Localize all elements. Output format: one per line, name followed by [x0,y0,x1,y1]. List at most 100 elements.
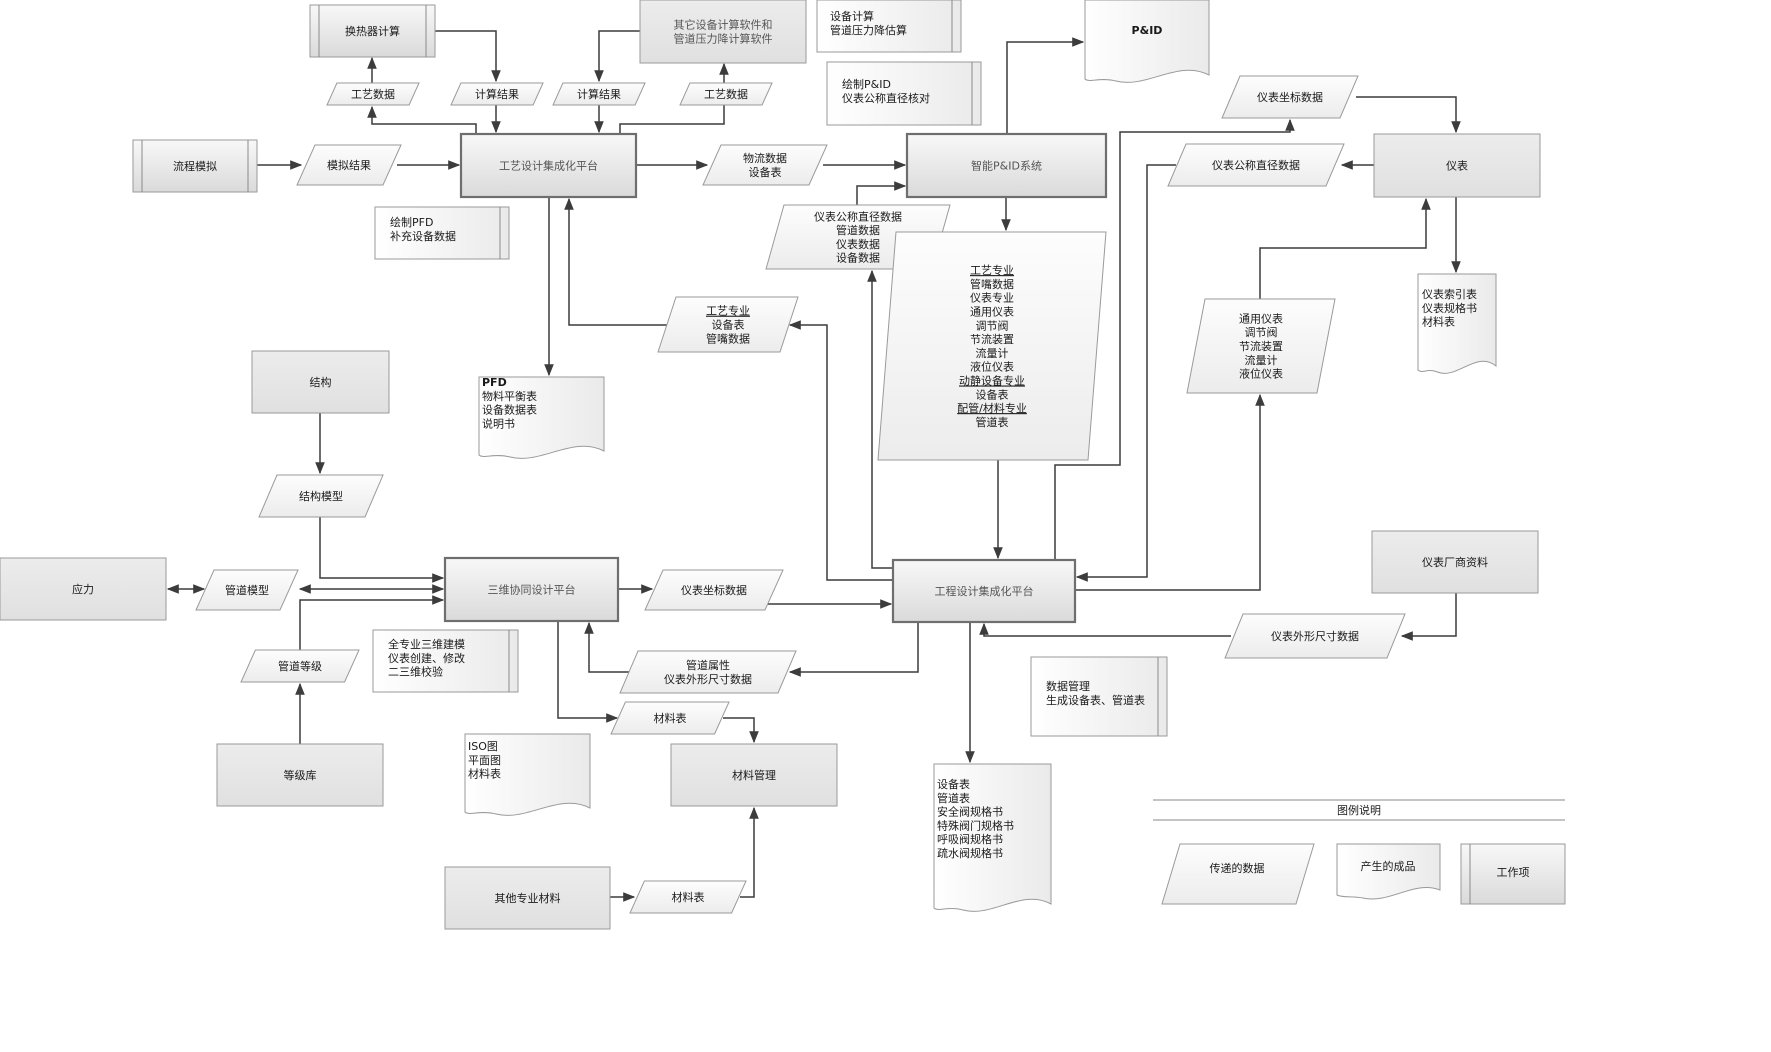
legend-product-label: 产生的成品 [1361,859,1416,873]
instrument-types: 通用仪表调节阀节流装置流量计液位仪表 [1186,298,1336,394]
process-data-2-shape [679,82,773,106]
stress-box: 应力 [0,557,167,621]
material-mgmt-box-label: 材料管理 [732,768,776,782]
process-design-platform-label: 工艺设计集成化平台 [499,159,598,173]
flow-simulation-box-label: 流程模拟 [173,159,217,173]
legend-work-item: 工作项 [1460,843,1566,905]
pipe-class-label: 管道等级 [278,659,322,673]
class-library-box: 等级库 [216,743,384,807]
pid-document-shape [1084,0,1210,83]
connector-layer [166,30,1461,902]
instrument-coord-data-top-shape [1221,75,1359,119]
legend-data-label: 传递的数据 [1210,861,1265,875]
draw-pid-note-shape [826,61,982,126]
pfd-document-shape [478,376,605,459]
engineering-design-platform-label: 工程设计集成化平台 [935,584,1034,598]
iso-document-label: ISO图平面图材料表 [468,740,501,781]
modeling-note-label: 全专业三维建模仪表创建、修改二三维校验 [388,637,465,679]
instrument-list-document-shape [1417,273,1497,374]
modeling-note: 全专业三维建模仪表创建、修改二三维校验 [372,629,519,693]
collab-3d-platform: 三维协同设计平台 [443,556,620,623]
stream-data-label: 物流数据设备表 [743,151,787,179]
instrument-nominal-dia-data-label: 仪表公称直径数据 [1212,158,1300,172]
other-software-box-shape [639,0,807,64]
engineering-to-pipe-attributes-up [788,622,919,677]
calc-result-1: 计算结果 [450,82,544,106]
process-discipline-data-label: 工艺专业设备表管嘴数据 [706,304,750,346]
mto-2-to-material-mgmt [740,806,759,898]
smart-pid-to-pid-doc [1006,37,1085,134]
other-materials-box-shape [444,866,611,930]
legend-work-label: 工作项 [1497,866,1530,879]
calc-result-2: 计算结果 [552,82,646,106]
structure-box: 结构 [251,350,390,414]
smart-pid-system-label: 智能P&ID系统 [971,159,1042,173]
pipe-model-label: 管道模型 [225,583,269,597]
process-data-1-label: 工艺数据 [351,87,395,101]
modeling-note-shape [372,629,519,693]
flow-simulation-box-shape [132,139,258,193]
pipe-attributes-label: 管道属性仪表外形尺寸数据 [664,658,752,686]
pid-to-platform-data-label: 仪表公称直径数据管道数据仪表数据设备数据 [814,209,902,264]
process-discipline-data-shape [657,296,799,353]
output-document: 设备表管道表安全阀规格书特殊阀门规格书呼吸阀规格书疏水阀规格书 [933,763,1052,912]
vendor-data-box: 仪表厂商资料 [1371,530,1539,594]
draw-pfd-note-shape [374,206,510,260]
instrument-dim-data: 仪表外形尺寸数据 [1224,613,1406,659]
process-discipline-data: 工艺专业设备表管嘴数据 [657,296,799,353]
discipline-data: 工艺专业管嘴数据仪表专业通用仪表调节阀节流装置流量计液位仪表动静设备专业设备表配… [877,231,1107,461]
instrument-list-document-label: 仪表索引表仪表规格书材料表 [1422,287,1477,329]
collab-to-mto-1 [557,621,619,723]
material-mgmt-box-shape [670,743,838,807]
instrument-coord-data-top-label: 仪表坐标数据 [1257,90,1323,104]
mto-2-label: 材料表 [672,890,705,904]
legend: 图例说明传递的数据 产生的成品工作项 [1153,799,1566,905]
vendor-data-box-shape [1371,530,1539,594]
pipe-model: 管道模型 [195,569,299,611]
engineering-to-pid-data [867,269,893,569]
mto-2-shape [629,880,747,914]
engineering-to-process-discipline [788,320,893,581]
instrument-coord-data-mid-label: 仪表坐标数据 [681,583,747,597]
pipe-attributes-to-collab [584,621,630,673]
mto-1: 材料表 [610,701,730,735]
smart-pid-system: 智能P&ID系统 [905,132,1108,199]
equipment-calc-note-label: 设备计算管道压力降估算 [830,9,907,37]
other-materials-box: 其他专业材料 [444,866,611,930]
pid-document-label: P&ID [1132,24,1163,37]
process-data-1-shape [326,82,420,106]
legend-title: 图例说明 [1337,803,1381,817]
instrument-coord-top-to-instrument [1356,96,1461,134]
instrument-types-to-instrument [1259,197,1431,299]
heat-exchanger-to-calc-result-1 [435,30,501,83]
process-data-1: 工艺数据 [326,82,420,106]
instrument-types-label: 通用仪表调节阀节流装置流量计液位仪表 [1239,311,1283,380]
structure-model-shape [258,474,384,518]
shape-layer: 换热器计算工艺数据计算结果其它设备计算软件和管道压力降计算软件计算结果工艺数据设… [0,0,1566,930]
calc-result-1-shape [450,82,544,106]
process-discipline-to-process-platform [564,197,676,326]
process-data-2: 工艺数据 [679,82,773,106]
pipe-class: 管道等级 [240,649,360,683]
process-design-platform: 工艺设计集成化平台 [459,132,638,199]
calc-result-2-label: 计算结果 [577,87,621,101]
material-mgmt-box: 材料管理 [670,743,838,807]
pid-data-up-to-smart-pid [856,181,907,205]
process-design-platform-shape [459,132,638,199]
mto-1-shape [610,701,730,735]
other-software-box-label: 其它设备计算软件和管道压力降计算软件 [674,18,773,46]
heat-exchanger-calc-box-label: 换热器计算 [345,24,400,38]
instrument-box-label: 仪表 [1446,159,1468,173]
calc-result-1-label: 计算结果 [475,87,519,101]
calc-result-2-shape [552,82,646,106]
instrument-coord-data-mid-shape [644,569,784,611]
mto-2: 材料表 [629,880,747,914]
legend-product-item: 产生的成品 [1336,843,1441,900]
class-library-box-label: 等级库 [284,768,317,782]
instrument-dim-to-engineering [979,622,1231,637]
